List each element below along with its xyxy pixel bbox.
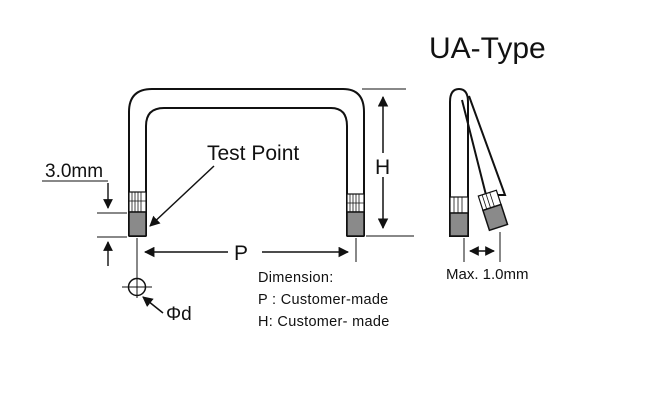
diameter-symbol (122, 276, 164, 314)
pitch-label: P (234, 242, 248, 265)
diagram-title: UA-Type (429, 32, 546, 65)
dimension-h-note: H: Customer- made (258, 314, 390, 330)
height-label-bg (374, 153, 392, 177)
height-label: H (375, 156, 390, 179)
left-lead (128, 191, 147, 237)
right-lead (346, 193, 365, 237)
test-point-label: Test Point (207, 142, 299, 165)
side-view (449, 87, 509, 237)
max-tilt-dimension (463, 232, 501, 262)
max-tilt-label: Max. 1.0mm (446, 266, 529, 283)
dimension-heading: Dimension: (258, 270, 334, 286)
diameter-label: Φd (166, 304, 192, 325)
test-point-arrow (149, 165, 215, 227)
dimension-p-note: P : Customer-made (258, 292, 389, 308)
pitch-dimension (136, 238, 357, 296)
dimension-notes: Dimension: P : Customer-made H: Customer… (258, 270, 390, 330)
lead-length-label: 3.0mm (45, 161, 103, 182)
lead-length-dimension (42, 180, 127, 266)
